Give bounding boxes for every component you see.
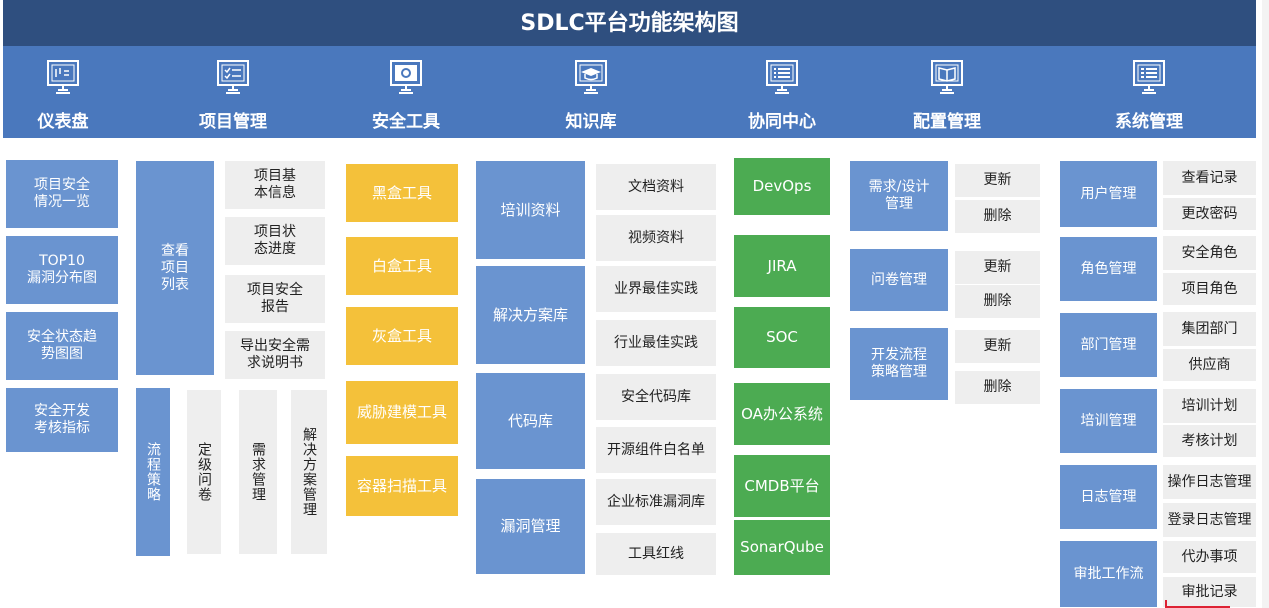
knowledge-group-vuln[interactable]: 漏洞管理 [476,479,585,574]
system-item[interactable]: 安全角色 [1163,236,1256,270]
system-group-approval[interactable]: 审批工作流 [1060,541,1157,607]
config-delete-button[interactable]: 删除 [955,200,1040,233]
requirement-mgmt-label: 需求管理 [250,442,266,502]
settings-list-monitor-icon [1133,60,1165,94]
title-bar: SDLC平台功能架构图 [3,0,1256,46]
project-requirement-mgmt[interactable]: 需求管理 [239,390,277,554]
category-collab: 协同中心 [712,46,852,138]
category-system: 系统管理 [1079,46,1219,138]
project-detail-item[interactable]: 项目安全 报告 [225,275,325,323]
category-label-system: 系统管理 [1115,112,1183,132]
system-item[interactable]: 供应商 [1163,349,1256,381]
config-group-dev-process-policy[interactable]: 开发流程 策略管理 [850,328,948,400]
dashboard-monitor-icon [47,60,79,94]
knowledge-item[interactable]: 业界最佳实践 [596,266,716,312]
category-config: 配置管理 [877,46,1017,138]
diagram-title: SDLC平台功能架构图 [520,11,739,36]
scrollbar-track[interactable] [1262,0,1269,608]
project-solution-mgmt[interactable]: 解决方案管理 [291,390,327,554]
project-list-box[interactable]: 查看 项目 列表 [136,161,214,375]
project-grading-questionnaire[interactable]: 定级问卷 [187,390,221,554]
config-group-requirement-design[interactable]: 需求/设计 管理 [850,161,948,231]
category-knowledge: 知识库 [521,46,661,138]
config-delete-button[interactable]: 删除 [955,371,1040,404]
collab-cmdb[interactable]: CMDB平台 [734,455,830,517]
category-label-collab: 协同中心 [748,112,816,132]
category-label-config: 配置管理 [913,112,981,132]
system-group-department[interactable]: 部门管理 [1060,313,1157,377]
collab-sonarqube[interactable]: SonarQube [734,520,830,575]
knowledge-item[interactable]: 视频资料 [596,215,716,261]
list-monitor-icon [766,60,798,94]
collab-jira[interactable]: JIRA [734,235,830,297]
knowledge-group-training[interactable]: 培训资料 [476,161,585,259]
project-detail-item[interactable]: 项目状 态进度 [225,217,325,265]
knowledge-item[interactable]: 开源组件白名单 [596,427,716,473]
collab-devops[interactable]: DevOps [734,158,830,215]
system-item[interactable]: 培训计划 [1163,389,1256,423]
system-group-user[interactable]: 用户管理 [1060,161,1157,227]
config-delete-button[interactable]: 删除 [955,285,1040,318]
tool-whitebox[interactable]: 白盒工具 [346,237,458,295]
system-group-training[interactable]: 培训管理 [1060,389,1157,453]
category-label-project: 项目管理 [199,112,267,132]
checklist-monitor-icon [217,60,249,94]
dashboard-item[interactable]: TOP10 漏洞分布图 [6,236,118,304]
category-dashboard: 仪表盘 [0,46,133,138]
knowledge-group-solutions[interactable]: 解决方案库 [476,266,585,364]
config-group-questionnaire[interactable]: 问卷管理 [850,249,948,311]
tools-monitor-icon [390,60,422,94]
grading-questionnaire-label: 定级问卷 [196,442,212,502]
dashboard-item[interactable]: 项目安全 情况一览 [6,160,118,228]
system-item[interactable]: 代办事项 [1163,541,1256,573]
process-policy-label: 流程策略 [145,442,161,502]
system-item[interactable]: 审批记录 [1163,577,1256,607]
system-group-log[interactable]: 日志管理 [1060,465,1157,529]
knowledge-item[interactable]: 工具红线 [596,533,716,575]
system-group-role[interactable]: 角色管理 [1060,237,1157,301]
project-detail-item[interactable]: 项目基 本信息 [225,161,325,209]
knowledge-item[interactable]: 文档资料 [596,164,716,210]
system-item[interactable]: 查看记录 [1163,161,1256,195]
knowledge-item[interactable]: 行业最佳实践 [596,320,716,366]
category-tools: 安全工具 [336,46,476,138]
config-update-button[interactable]: 更新 [955,164,1040,197]
project-detail-item[interactable]: 导出安全需 求说明书 [225,331,325,379]
category-label-tools: 安全工具 [372,112,440,132]
category-project: 项目管理 [163,46,303,138]
category-label-knowledge: 知识库 [565,112,617,132]
collab-soc[interactable]: SOC [734,307,830,368]
knowledge-group-code[interactable]: 代码库 [476,373,585,469]
tool-container-scan[interactable]: 容器扫描工具 [346,456,458,516]
system-item[interactable]: 操作日志管理 [1163,465,1256,499]
category-bar: 仪表盘 项目管理 安全工具 知识库 [3,46,1256,138]
dashboard-item[interactable]: 安全开发 考核指标 [6,388,118,452]
system-item[interactable]: 登录日志管理 [1163,503,1256,537]
config-update-button[interactable]: 更新 [955,330,1040,363]
collab-oa[interactable]: OA办公系统 [734,383,830,445]
config-update-button[interactable]: 更新 [955,251,1040,284]
category-label-dashboard: 仪表盘 [37,112,89,132]
knowledge-item[interactable]: 企业标准漏洞库 [596,479,716,525]
tool-blackbox[interactable]: 黑盒工具 [346,164,458,222]
tool-graybox[interactable]: 灰盒工具 [346,307,458,365]
dashboard-item[interactable]: 安全状态趋 势图图 [6,312,118,380]
system-item[interactable]: 集团部门 [1163,312,1256,346]
solution-mgmt-label: 解决方案管理 [301,427,317,517]
graduation-monitor-icon [575,60,607,94]
selection-marker [1165,600,1230,608]
system-item[interactable]: 项目角色 [1163,273,1256,305]
book-monitor-icon [931,60,963,94]
project-process-policy[interactable]: 流程策略 [136,388,170,556]
knowledge-item[interactable]: 安全代码库 [596,374,716,420]
system-item[interactable]: 考核计划 [1163,425,1256,457]
system-item[interactable]: 更改密码 [1163,198,1256,230]
tool-threat-modeling[interactable]: 威胁建模工具 [346,381,458,444]
